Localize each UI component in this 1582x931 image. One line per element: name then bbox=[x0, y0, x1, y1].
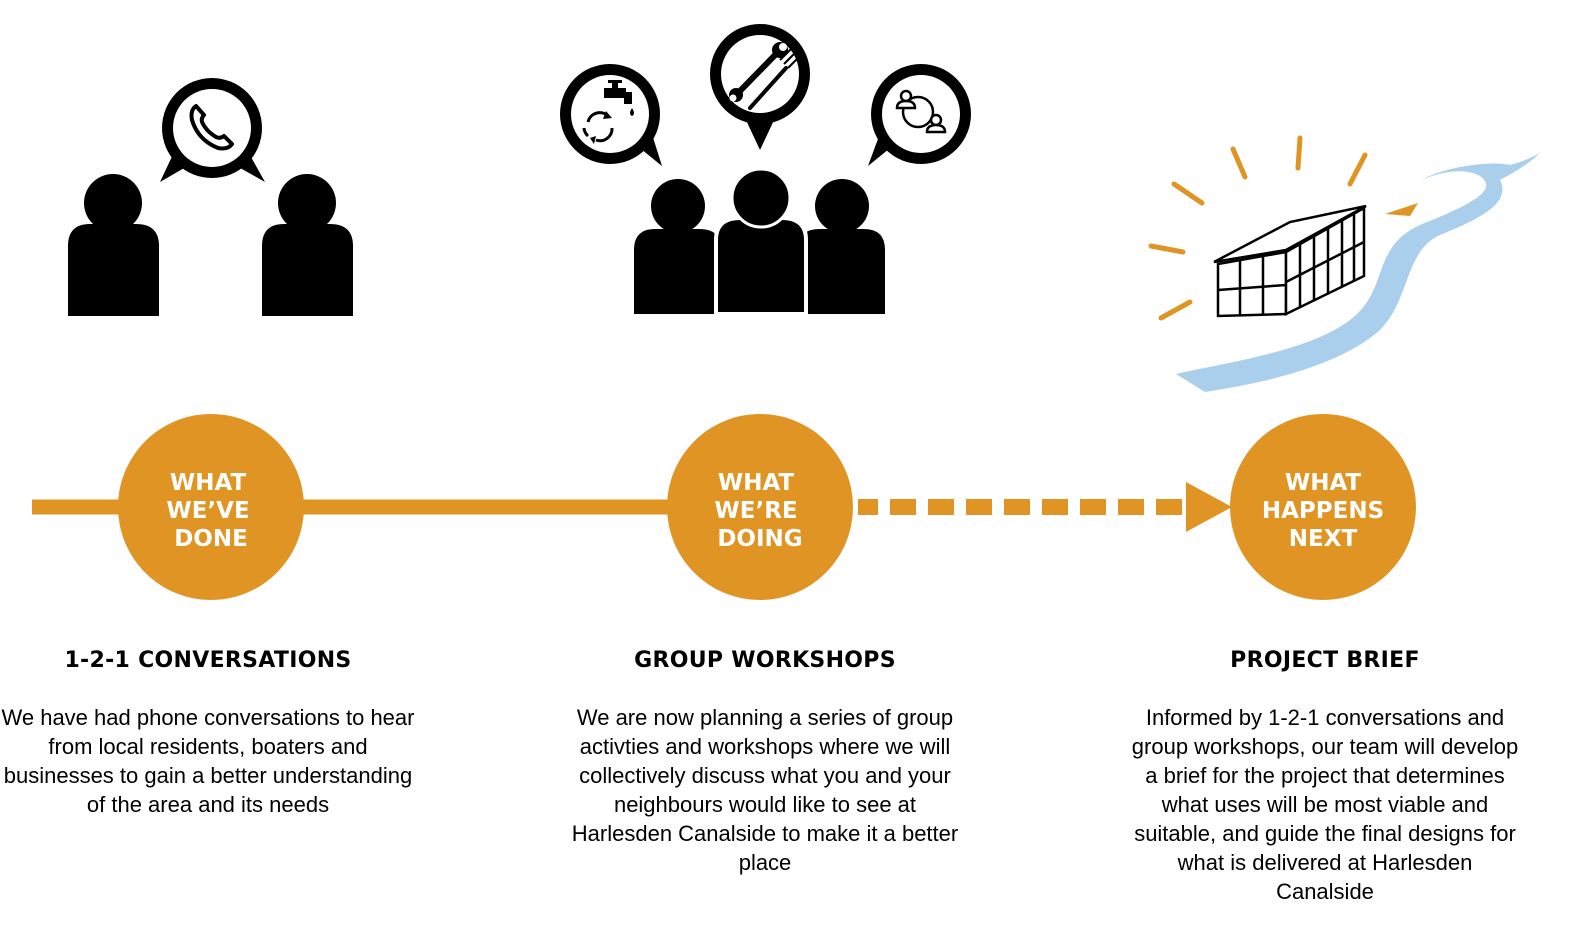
stage-description-conversations: 1-2-1 CONVERSATIONS We have had phone co… bbox=[0, 648, 416, 819]
stage-description-workshops: GROUP WORKSHOPS We are now planning a se… bbox=[565, 648, 965, 877]
person-icon bbox=[798, 179, 885, 314]
timeline-dashed-segment bbox=[858, 482, 1232, 532]
sun-rays-icon bbox=[1148, 135, 1418, 321]
stage-heading: GROUP WORKSHOPS bbox=[634, 648, 896, 673]
person-icon bbox=[68, 174, 159, 316]
person-icon bbox=[262, 174, 353, 316]
canal-icon bbox=[1176, 151, 1541, 392]
stage-circle-line: WE’VE bbox=[166, 498, 249, 524]
stage-text: We have had phone conversations to hear … bbox=[1, 705, 415, 817]
timeline: WHAT WE’VE DONE WHAT WE’RE DOING WHAT HA… bbox=[32, 414, 1416, 600]
wrench-fork-icon bbox=[710, 24, 810, 150]
stage-circle-next: WHAT HAPPENS NEXT bbox=[1230, 414, 1416, 600]
stage-circle-line: DOING bbox=[717, 526, 802, 552]
stage-description-brief: PROJECT BRIEF Informed by 1-2-1 conversa… bbox=[1130, 648, 1520, 906]
stage-circle-done: WHAT WE’VE DONE bbox=[118, 414, 304, 600]
arrow-head-icon bbox=[1186, 482, 1232, 532]
person-icon bbox=[634, 179, 721, 314]
stage-heading: PROJECT BRIEF bbox=[1230, 648, 1420, 673]
stage-circle-line: NEXT bbox=[1289, 526, 1358, 552]
stage-heading: 1-2-1 CONVERSATIONS bbox=[64, 648, 352, 673]
tap-recycle-icon bbox=[560, 64, 662, 166]
greenhouse-icon bbox=[1213, 204, 1367, 318]
people-exchange-icon bbox=[868, 64, 971, 166]
conversation-illustration bbox=[68, 78, 353, 316]
stage-circle-line: DONE bbox=[174, 526, 248, 552]
stage-text: Informed by 1-2-1 conversations and grou… bbox=[1131, 705, 1519, 904]
stage-circle-line: WHAT bbox=[718, 470, 795, 496]
stage-circle-doing: WHAT WE’RE DOING bbox=[667, 414, 853, 600]
project-illustration bbox=[1148, 135, 1541, 392]
stage-circle-line: WHAT bbox=[170, 470, 247, 496]
stage-circle-line: WHAT bbox=[1285, 470, 1362, 496]
stage-text: We are now planning a series of group ac… bbox=[571, 705, 959, 875]
person-icon bbox=[714, 167, 808, 316]
stage-circle-line: HAPPENS bbox=[1262, 498, 1384, 524]
stage-circle-line: WE’RE bbox=[714, 498, 797, 524]
workshop-illustration bbox=[560, 24, 971, 316]
phone-icon bbox=[160, 78, 265, 182]
